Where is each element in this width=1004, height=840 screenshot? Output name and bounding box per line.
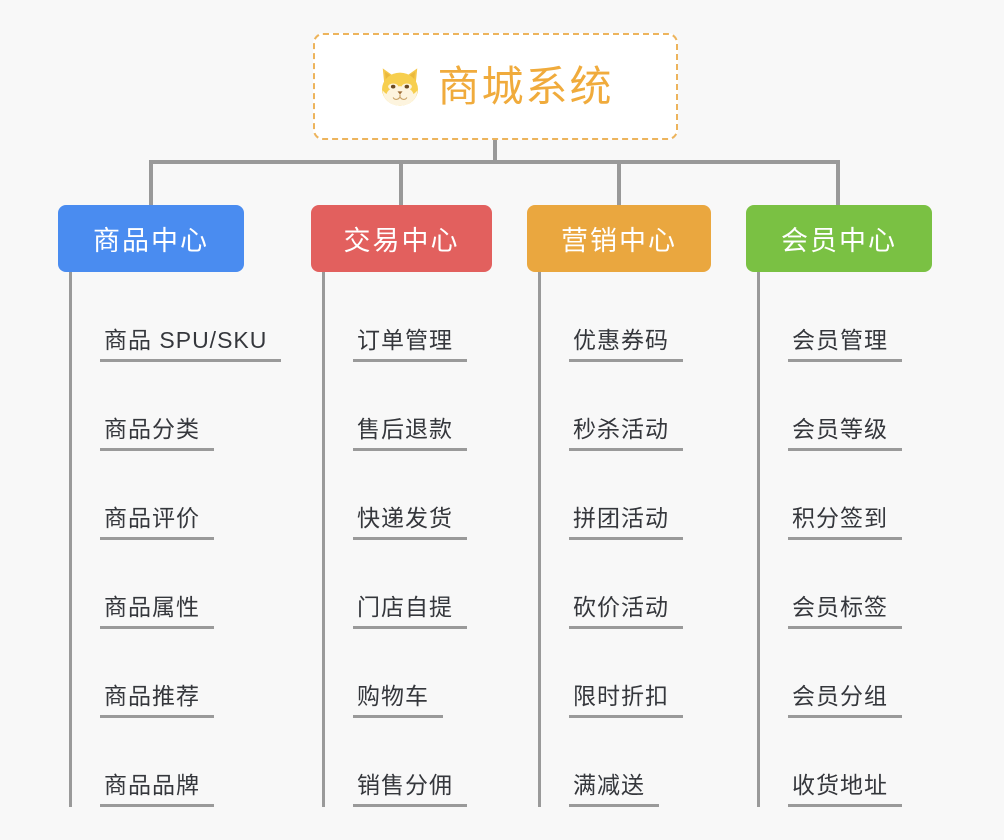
leaf-label: 优惠券码 [569, 327, 683, 362]
leaf-rail-trade-center: 订单管理 售后退款 快递发货 门店自提 购物车 销售分佣 [322, 272, 492, 807]
list-item[interactable]: 拼团活动 [541, 451, 711, 540]
list-item[interactable]: 积分签到 [760, 451, 932, 540]
leaf-label: 商品评价 [100, 505, 214, 540]
leaf-label: 会员标签 [788, 594, 902, 629]
list-item[interactable]: 商品评价 [72, 451, 244, 540]
leaf-label: 积分签到 [788, 505, 902, 540]
category-header-marketing-center[interactable]: 营销中心 [527, 205, 711, 272]
leaf-label: 砍价活动 [569, 594, 683, 629]
leaf-label: 商品 SPU/SKU [100, 327, 282, 362]
list-item[interactable]: 售后退款 [325, 362, 492, 451]
leaf-label: 商品品牌 [100, 772, 214, 807]
connector-drop-product-center [149, 160, 153, 206]
leaf-rail-marketing-center: 优惠券码 秒杀活动 拼团活动 砍价活动 限时折扣 满减送 [538, 272, 711, 807]
list-item[interactable]: 会员标签 [760, 540, 932, 629]
category-header-product-center[interactable]: 商品中心 [58, 205, 244, 272]
list-item[interactable]: 商品属性 [72, 540, 244, 629]
column-member-center: 会员中心 会员管理 会员等级 积分签到 会员标签 会员分组 收货地址 [746, 205, 932, 807]
list-item[interactable]: 快递发货 [325, 451, 492, 540]
list-item[interactable]: 会员分组 [760, 629, 932, 718]
list-item[interactable]: 订单管理 [325, 273, 492, 362]
leaf-label: 会员分组 [788, 683, 902, 718]
leaf-label: 快递发货 [353, 505, 467, 540]
list-item[interactable]: 秒杀活动 [541, 362, 711, 451]
connector-root-stem [493, 140, 497, 163]
connector-drop-marketing-center [617, 160, 621, 206]
list-item[interactable]: 砍价活动 [541, 540, 711, 629]
category-header-member-center[interactable]: 会员中心 [746, 205, 932, 272]
list-item[interactable]: 限时折扣 [541, 629, 711, 718]
column-product-center: 商品中心 商品 SPU/SKU 商品分类 商品评价 商品属性 商品推荐 商品品牌 [58, 205, 282, 807]
list-item[interactable]: 商品分类 [72, 362, 244, 451]
leaf-label: 会员等级 [788, 416, 902, 451]
leaf-label: 拼团活动 [569, 505, 683, 540]
root-node-shop-system[interactable]: 商城系统 [313, 33, 678, 140]
leaf-label: 收货地址 [788, 772, 902, 807]
list-item[interactable]: 满减送 [541, 718, 711, 807]
leaf-rail-product-center: 商品 SPU/SKU 商品分类 商品评价 商品属性 商品推荐 商品品牌 [69, 272, 282, 807]
list-item[interactable]: 商品推荐 [72, 629, 244, 718]
connector-horizontal-bus [149, 160, 836, 164]
leaf-label: 门店自提 [353, 594, 467, 629]
list-item[interactable]: 会员管理 [760, 273, 932, 362]
leaf-rail-member-center: 会员管理 会员等级 积分签到 会员标签 会员分组 收货地址 [757, 272, 932, 807]
leaf-label: 销售分佣 [353, 772, 467, 807]
leaf-label: 购物车 [353, 683, 443, 718]
list-item[interactable]: 商品品牌 [72, 718, 244, 807]
leaf-label: 商品属性 [100, 594, 214, 629]
list-item[interactable]: 商品 SPU/SKU [72, 273, 282, 362]
leaf-label: 商品推荐 [100, 683, 214, 718]
leaf-label: 秒杀活动 [569, 416, 683, 451]
category-header-trade-center[interactable]: 交易中心 [311, 205, 492, 272]
list-item[interactable]: 门店自提 [325, 540, 492, 629]
root-title: 商城系统 [437, 62, 614, 110]
connector-drop-trade-center [399, 160, 403, 206]
list-item[interactable]: 购物车 [325, 629, 492, 718]
leaf-label: 满减送 [569, 772, 659, 807]
leaf-label: 售后退款 [353, 416, 467, 451]
list-item[interactable]: 销售分佣 [325, 718, 492, 807]
list-item[interactable]: 收货地址 [760, 718, 932, 807]
leaf-label: 商品分类 [100, 416, 214, 451]
leaf-label: 会员管理 [788, 327, 902, 362]
column-trade-center: 交易中心 订单管理 售后退款 快递发货 门店自提 购物车 销售分佣 [311, 205, 492, 807]
shiba-dog-icon [377, 64, 423, 110]
list-item[interactable]: 会员等级 [760, 362, 932, 451]
list-item[interactable]: 优惠券码 [541, 273, 711, 362]
connector-drop-member-center [836, 160, 840, 206]
leaf-label: 订单管理 [353, 327, 467, 362]
leaf-label: 限时折扣 [569, 683, 683, 718]
column-marketing-center: 营销中心 优惠券码 秒杀活动 拼团活动 砍价活动 限时折扣 满减送 [527, 205, 711, 807]
